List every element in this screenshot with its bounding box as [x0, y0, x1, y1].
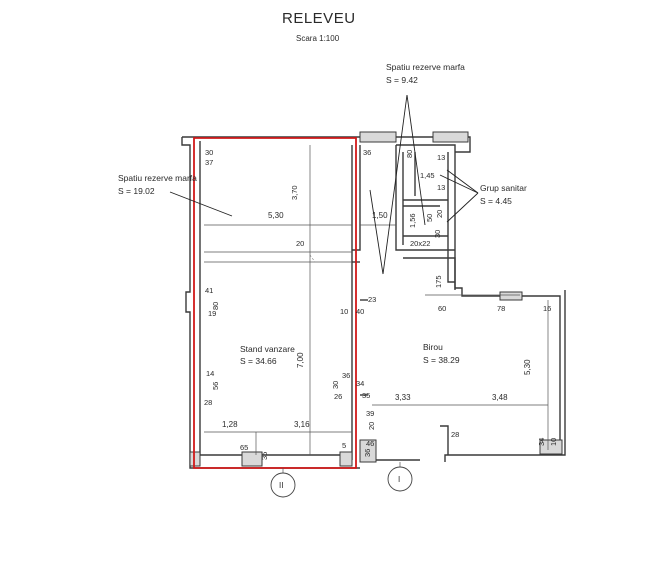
dim-label: 3,70	[290, 185, 299, 200]
dim-label: 20	[296, 239, 304, 248]
dim-label: 14	[206, 369, 214, 378]
dim-label: 13	[437, 153, 445, 162]
dim-label: 36	[363, 148, 371, 157]
dim-label: 80	[211, 302, 220, 310]
room-name-sanitary: Grup sanitar	[480, 183, 527, 193]
axis-label-i: I	[398, 475, 400, 484]
dim-label: 20	[435, 210, 444, 218]
dim-label: 26	[334, 392, 342, 401]
dim-label: 65	[240, 443, 248, 452]
dim-label: 28	[451, 430, 459, 439]
dim-label: 34	[356, 379, 364, 388]
room-area-sanitary: S = 4.45	[480, 196, 512, 206]
dim-label: 10	[549, 438, 558, 446]
dim-label: 5	[342, 441, 346, 450]
axis-marker-ii	[270, 472, 296, 498]
dim-label: 41	[205, 286, 213, 295]
axis-markers: II I	[270, 462, 413, 498]
dim-label: 20	[367, 422, 376, 430]
plan-title: RELEVEU	[282, 10, 356, 27]
dim-label: 35	[260, 452, 269, 460]
dim-label: 175	[434, 275, 443, 288]
dimension-labels: 30 37 3,70 5,30 20 1,50 36 80 13 1,45 13…	[204, 148, 558, 460]
dim-label: 1,50	[372, 211, 388, 220]
room-area-office: S = 38.29	[423, 355, 460, 365]
dim-label: 34	[537, 438, 546, 446]
dim-label: 23	[368, 295, 376, 304]
room-area-stand: S = 34.66	[240, 356, 277, 366]
dim-label: 7,00	[296, 352, 305, 368]
dim-label: 30	[205, 148, 213, 157]
dim-label: 5,30	[268, 211, 284, 220]
room-name-storage-left: Spatiu rezerve marfa	[118, 173, 197, 183]
axis-marker-i	[387, 466, 413, 492]
dim-label: 3,16	[294, 420, 310, 429]
dim-label: 36	[363, 449, 372, 457]
dim-label: 36	[342, 371, 350, 380]
dim-label: 13	[437, 183, 445, 192]
dim-label: 3,33	[395, 393, 411, 402]
dim-label: 60	[438, 304, 446, 313]
room-name-storage-top: Spatiu rezerve marfa	[386, 62, 465, 72]
leader-lines	[169, 94, 479, 275]
plan-scale: Scara 1:100	[296, 34, 340, 43]
axis-label-ii: II	[279, 481, 283, 490]
dim-label: 3,48	[492, 393, 508, 402]
dim-label: 30	[433, 230, 442, 238]
dim-label: 40	[356, 307, 364, 316]
dim-label: 19	[208, 309, 216, 318]
dim-label: 5,30	[523, 359, 532, 375]
dim-label: 28	[204, 398, 212, 407]
dim-label: 80	[405, 150, 414, 158]
dim-label: 1,56	[408, 213, 417, 228]
room-area-storage-left: S = 19.02	[118, 186, 155, 196]
room-name-stand: Stand vanzare	[240, 344, 295, 354]
highlighted-area	[193, 137, 357, 469]
room-name-office: Birou	[423, 342, 443, 352]
dim-label: 39	[366, 409, 374, 418]
room-labels: Spatiu rezerve marfa S = 19.02 Spatiu re…	[118, 62, 527, 366]
dim-label: 50	[425, 214, 434, 222]
dim-label: 56	[211, 382, 220, 390]
wall-hatching	[189, 131, 563, 467]
dim-label: 78	[497, 304, 505, 313]
interior-lines	[204, 145, 549, 455]
dim-label: 46	[366, 439, 374, 448]
dim-label: 35	[362, 391, 370, 400]
dim-label: 1,28	[222, 420, 238, 429]
dim-label: 37	[205, 158, 213, 167]
dim-label: 20x22	[410, 239, 430, 248]
dim-label: 30	[331, 381, 340, 389]
room-area-storage-top: S = 9.42	[386, 75, 418, 85]
dim-label: 1,45	[420, 171, 435, 180]
dim-label: 10	[340, 307, 348, 316]
dim-label: 16	[543, 304, 551, 313]
